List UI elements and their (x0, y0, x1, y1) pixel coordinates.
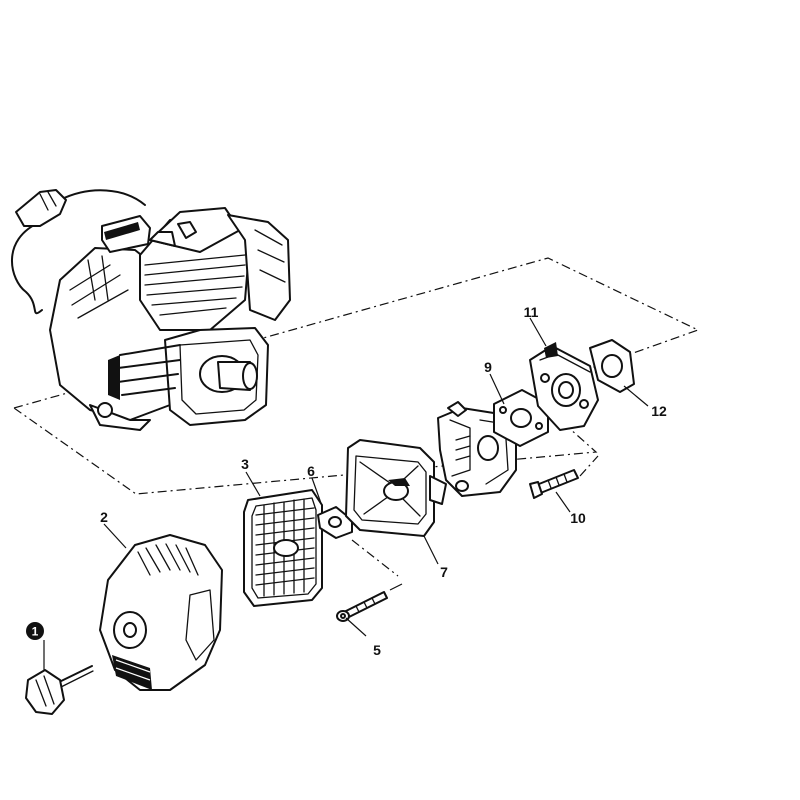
cylinder-gasket (589, 339, 635, 393)
intake-insulator (529, 342, 599, 431)
callout-5: 5 (373, 642, 381, 658)
callout-labels: 1 2 3 5 6 7 9 10 11 12 (26, 304, 667, 658)
callout-6: 6 (307, 463, 315, 479)
carburetor (437, 401, 517, 497)
callout-2: 2 (100, 509, 108, 525)
filter-base (345, 439, 447, 537)
filter-plate (317, 506, 353, 539)
spark-plug-boot (15, 189, 67, 227)
assembly-axis-lines (351, 455, 599, 591)
carburetor-bolt (529, 469, 579, 499)
callout-7: 7 (440, 564, 448, 580)
callout-11: 11 (524, 304, 539, 320)
callout-1-badge (26, 622, 44, 640)
cover-knob (25, 665, 94, 715)
callout-9: 9 (484, 359, 492, 375)
callout-1: 1 (32, 625, 39, 639)
carburetor-gasket (493, 389, 549, 447)
callout-12: 12 (651, 403, 667, 419)
engine-assembly (11, 189, 291, 431)
callout-10: 10 (570, 510, 586, 526)
air-filter-element (243, 489, 323, 607)
leader-lines (43, 317, 649, 670)
spark-plug (149, 231, 176, 247)
callout-3: 3 (241, 456, 249, 472)
air-filter-cover (99, 534, 223, 691)
filter-long-bolt (336, 591, 388, 622)
